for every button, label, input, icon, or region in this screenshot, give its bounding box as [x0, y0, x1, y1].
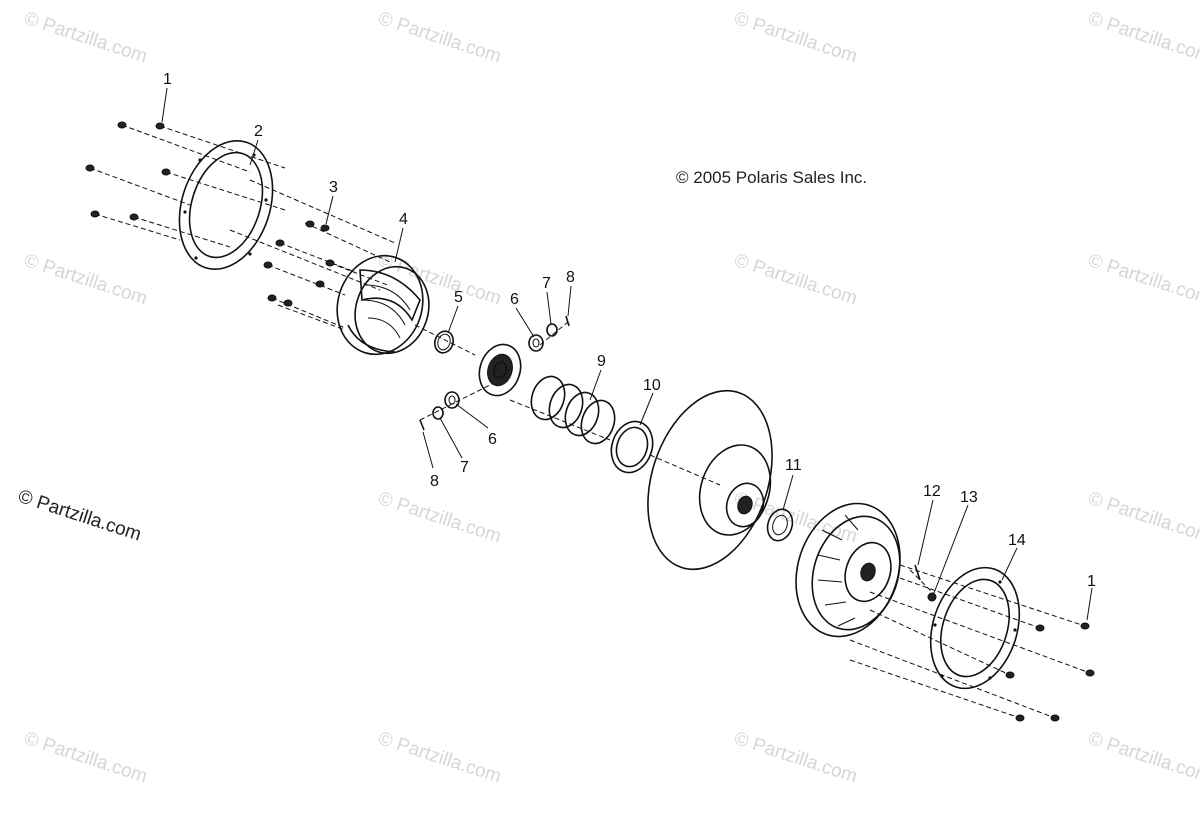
- callout-1: 1: [163, 71, 172, 88]
- bolt-group-right: [1005, 622, 1095, 722]
- callout-6: 6: [488, 431, 497, 448]
- callout-9: 9: [597, 353, 606, 370]
- set-screw: [914, 564, 921, 581]
- callout-1: 1: [1087, 573, 1096, 590]
- callout-4: 4: [399, 211, 408, 228]
- bushing-lower: [444, 391, 460, 409]
- pin-upper: [565, 315, 570, 327]
- copyright-notice: © 2005 Polaris Sales Inc.: [676, 168, 868, 187]
- fixed-sheave: [795, 502, 901, 638]
- bearing-housing: [478, 343, 522, 397]
- callout-6: 6: [510, 291, 519, 308]
- callout-13: 13: [960, 489, 978, 506]
- callout-14: 14: [1008, 532, 1026, 549]
- callout-10: 10: [643, 377, 661, 394]
- cover-plate: [178, 139, 274, 271]
- leader-lines: [161, 87, 1093, 621]
- assembly-lines-left: [89, 124, 396, 331]
- movable-sheave: [647, 389, 773, 571]
- thrust-washer: [766, 508, 794, 542]
- washer-lower: [432, 406, 444, 420]
- assembly-lines-right: [849, 564, 1091, 719]
- callout-5: 5: [454, 289, 463, 306]
- bolt-group-left: [85, 121, 171, 221]
- clutch-housing: [336, 254, 430, 356]
- spacer-ring: [610, 420, 654, 474]
- washer-upper: [546, 323, 558, 337]
- assembly-centerline: [414, 321, 721, 486]
- pin-lower: [419, 419, 425, 431]
- bushing-upper: [528, 334, 544, 352]
- seal-ring: [433, 330, 455, 354]
- callout-8: 8: [566, 269, 575, 286]
- callout-3: 3: [329, 179, 338, 196]
- screw-group: [263, 220, 335, 307]
- callout-2: 2: [254, 123, 263, 140]
- callout-labels: 1 2 3 4 5 6 7 8 9 10 6 7 8 11 12 13 14 1: [163, 71, 1096, 590]
- callout-12: 12: [923, 483, 941, 500]
- nut: [927, 592, 937, 602]
- callout-7: 7: [460, 459, 469, 476]
- spring: [530, 375, 616, 445]
- callout-11: 11: [785, 457, 802, 474]
- callout-8: 8: [430, 473, 439, 490]
- rear-cover-plate: [929, 566, 1021, 690]
- callout-7: 7: [542, 275, 551, 292]
